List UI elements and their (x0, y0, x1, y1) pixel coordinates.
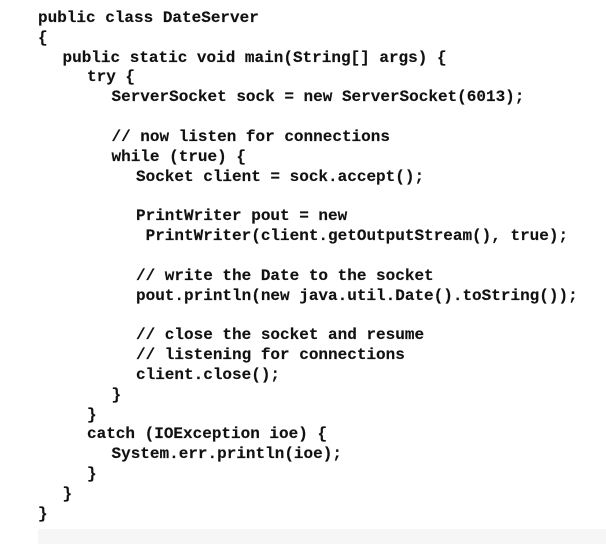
code-line: catch (IOException ioe) { (87, 425, 328, 444)
code-line: } (38, 504, 48, 523)
code-line: System.err.println(ioe); (111, 445, 342, 464)
code-line: try { (87, 68, 136, 87)
code-line: public static void main(String[] args) { (62, 48, 447, 67)
code-line: PrintWriter pout = new (136, 207, 348, 226)
code-line: client.close(); (136, 365, 281, 384)
code-line: // listening for connections (136, 346, 405, 365)
code-line (38, 187, 578, 207)
code-line: // close the socket and resume (136, 326, 425, 345)
code-line: } (62, 484, 73, 503)
code-line: while (true) { (111, 147, 246, 166)
code-listing: public class DateServer{ public static vo… (38, 9, 578, 525)
code-line (38, 108, 578, 128)
code-line: // now listen for connections (111, 127, 390, 146)
code-line (38, 306, 578, 326)
code-line: } (87, 405, 97, 424)
code-line: { (38, 28, 48, 47)
code-line: } (87, 465, 97, 484)
code-line: Socket client = sock.accept(); (136, 167, 425, 186)
code-line: // write the Date to the socket (136, 266, 434, 285)
code-line: pout.println(new java.util.Date().toStri… (136, 286, 578, 305)
code-line: } (111, 385, 122, 404)
footer-bar (38, 529, 606, 544)
code-line: ServerSocket sock = new ServerSocket(601… (111, 88, 525, 107)
code-line (38, 247, 578, 267)
code-line: PrintWriter(client.getOutputStream(), tr… (136, 227, 569, 246)
code-line: public class DateServer (38, 9, 259, 27)
